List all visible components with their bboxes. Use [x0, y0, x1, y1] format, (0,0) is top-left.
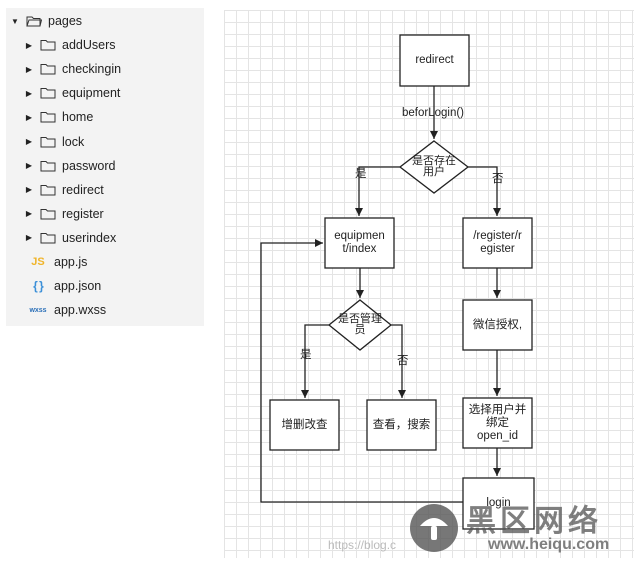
tree-folder-password[interactable]: ▶ password	[6, 155, 204, 177]
tree-file-app-js[interactable]: JS app.js	[6, 251, 204, 273]
edge-check-yes	[355, 166, 400, 216]
edge-label-befor-login: beforLogin()	[402, 107, 465, 119]
tree-file-label: app.json	[54, 279, 102, 294]
tree-file-app-json[interactable]: { } app.json	[6, 275, 204, 297]
node-crud	[269, 399, 340, 451]
node-register-page-label: /register/r egister	[473, 230, 522, 255]
folder-icon	[40, 112, 56, 123]
node-redirect-label: redirect	[415, 54, 454, 66]
chevron-right-icon[interactable]: ▶	[25, 40, 33, 50]
tree-folder-label: register	[62, 206, 104, 221]
tree-folder-register[interactable]: ▶ register	[6, 203, 204, 225]
tree-folder-label: userindex	[62, 230, 117, 245]
node-user-exists	[398, 140, 470, 194]
chevron-down-icon[interactable]: ▼	[11, 16, 19, 26]
js-file-icon: JS	[31, 256, 45, 268]
chevron-right-icon[interactable]: ▶	[25, 233, 33, 243]
chevron-right-icon[interactable]: ▶	[25, 185, 33, 195]
edge-admin-no	[391, 324, 406, 398]
folder-icon	[40, 232, 56, 244]
node-select-user-label: 选择用户并 绑定 open_id	[468, 403, 527, 442]
tree-folder-label: home	[62, 110, 94, 125]
chevron-right-icon[interactable]: ▶	[25, 161, 33, 171]
edge-check-no	[468, 166, 501, 216]
node-crud-label: 增删改查	[281, 418, 328, 431]
edge-admin-yes	[301, 324, 329, 398]
tree-folder-label: redirect	[62, 182, 104, 197]
edge-login-to-index	[260, 239, 463, 503]
edge-label-yes-left: 是	[355, 168, 367, 180]
edge-label-no-right: 否	[492, 173, 504, 185]
node-is-admin	[327, 299, 393, 351]
json-file-icon: { }	[33, 279, 44, 294]
folder-icon	[40, 40, 56, 51]
folder-icon	[40, 160, 56, 172]
node-select-user	[462, 397, 533, 449]
tree-folder-equipment[interactable]: ▶ equipment	[6, 82, 204, 104]
folder-icon	[40, 64, 56, 75]
chevron-right-icon[interactable]: ▶	[25, 64, 33, 74]
node-equipment-index-label: equipmen t/index	[334, 230, 385, 255]
chevron-right-icon[interactable]: ▶	[25, 209, 33, 219]
wxss-file-icon: wxss	[29, 306, 47, 314]
node-is-admin-label: 是否管理 员	[338, 313, 382, 336]
folder-icon	[40, 208, 56, 220]
folder-icon	[40, 88, 56, 99]
node-login	[462, 477, 535, 530]
edge-label-no-admin: 否	[397, 355, 409, 367]
tree-folder-redirect[interactable]: ▶ redirect	[6, 179, 204, 201]
node-user-exists-label: 是否存在 用户	[412, 155, 456, 178]
tree-folder-addusers[interactable]: ▶ addUsers	[6, 34, 204, 56]
node-register-page	[462, 217, 533, 269]
tree-folder-label: password	[62, 158, 116, 173]
tree-file-app-wxss[interactable]: wxss app.wxss	[6, 299, 204, 321]
edge-label-yes-admin: 是	[300, 349, 312, 361]
tree-folder-label: equipment	[62, 86, 121, 101]
folder-open-icon	[26, 16, 42, 27]
node-login-label: login	[486, 497, 511, 509]
flowchart-canvas: redirect 是否存在 用户 equipmen t/index /regis…	[224, 10, 634, 558]
node-redirect	[399, 34, 470, 87]
tree-folder-userindex[interactable]: ▶ userindex	[6, 227, 204, 249]
tree-folder-label: lock	[62, 134, 85, 149]
node-wechat-auth-label: 微信授权,	[472, 318, 523, 331]
tree-file-label: app.wxss	[54, 303, 107, 318]
tree-folder-label: addUsers	[62, 38, 116, 53]
chevron-right-icon[interactable]: ▶	[25, 137, 33, 146]
folder-icon	[40, 136, 56, 147]
tree-root-pages[interactable]: ▼ pages	[6, 10, 204, 32]
chevron-right-icon[interactable]: ▶	[25, 88, 33, 98]
tree-file-label: app.js	[54, 255, 88, 269]
tree-folder-label: checkingin	[62, 62, 122, 77]
file-tree: ▼ pages ▶ addUsers ▶ checkingin ▶ equipment ▶ h…	[6, 8, 204, 326]
tree-folder-home[interactable]: ▶ home	[6, 106, 204, 128]
node-wechat-auth	[462, 299, 533, 351]
chevron-right-icon[interactable]: ▶	[25, 112, 33, 122]
flowchart-svg	[260, 34, 535, 530]
node-view-search	[366, 399, 437, 451]
node-view-search-label: 查看，搜索	[372, 418, 431, 431]
folder-icon	[40, 184, 56, 196]
tree-folder-lock[interactable]: ▶ lock	[6, 131, 204, 153]
tree-root-label: pages	[48, 14, 83, 28]
tree-folder-checkingin[interactable]: ▶ checkingin	[6, 58, 204, 80]
